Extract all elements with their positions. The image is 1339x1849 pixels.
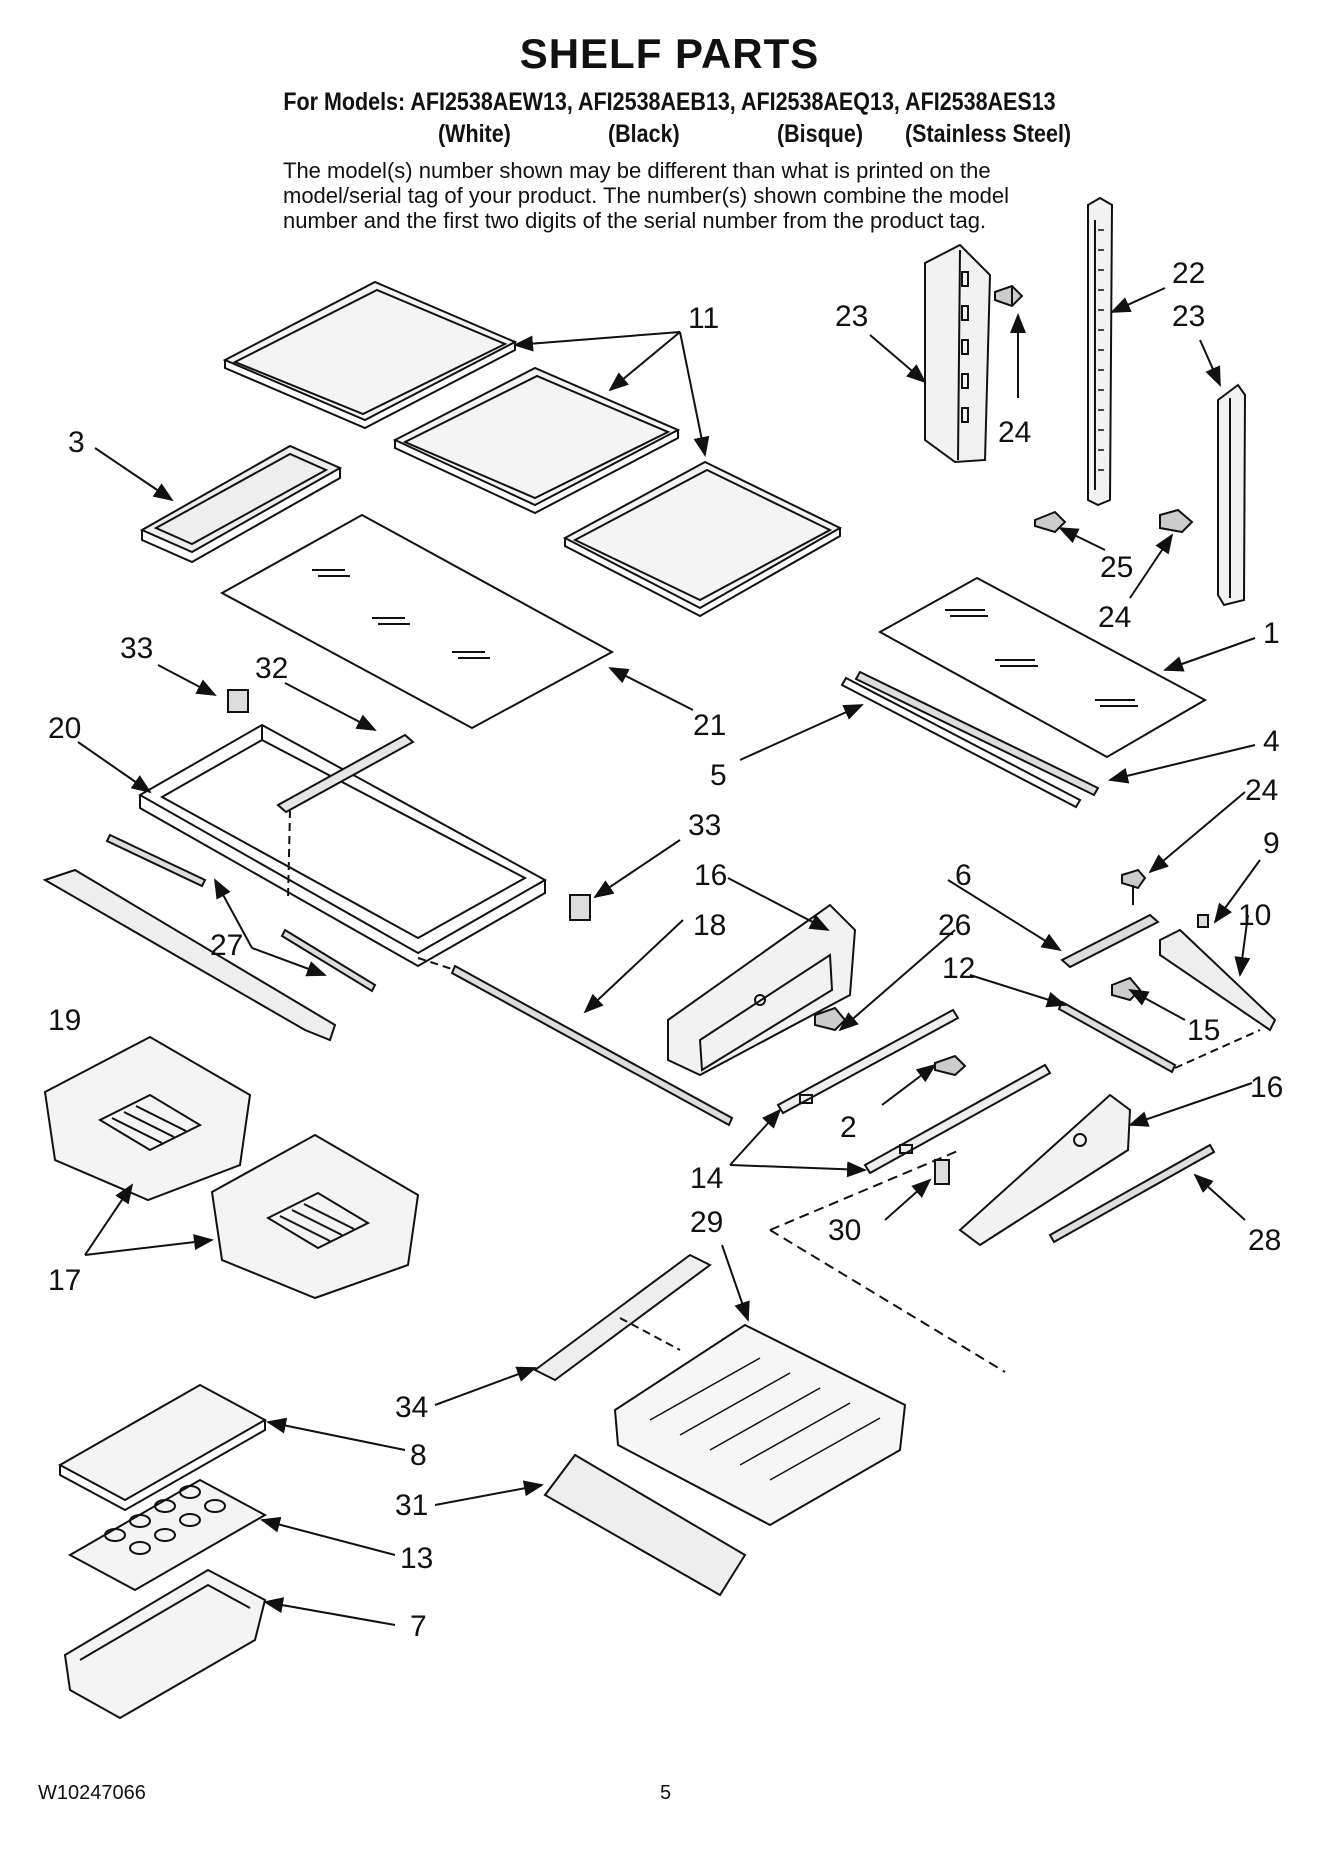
clip-part-33-top — [227, 689, 249, 713]
shelf-part-11b — [392, 366, 681, 515]
egg-tray-part-13 — [67, 1478, 268, 1592]
page-title: SHELF PARTS — [519, 30, 820, 77]
callout-26: 26 — [938, 909, 971, 942]
bracket-part-10 — [1159, 928, 1277, 1032]
screw-part-24-mid — [1159, 508, 1194, 534]
variant-stainless: (Stainless Steel) — [905, 120, 1072, 148]
page-number: 5 — [660, 1782, 672, 1804]
rod-part-18 — [450, 964, 734, 1127]
callout-3: 3 — [68, 426, 85, 459]
trim-part-5 — [840, 676, 1082, 809]
rod-part-28 — [1048, 1143, 1216, 1244]
screw-part-24-top — [994, 284, 1024, 308]
cover-frame-part-20 — [137, 723, 548, 968]
lid-part-8 — [57, 1383, 268, 1512]
callout-25: 25 — [1100, 551, 1133, 584]
slide-part-27-right — [280, 928, 377, 993]
callout-14: 14 — [690, 1162, 723, 1195]
crisper-part-17-right — [210, 1133, 420, 1300]
clip-part-30 — [934, 1159, 950, 1185]
clip-part-9 — [1197, 914, 1209, 928]
models-line: For Models: AFI2538AEW13, AFI2538AEB13, … — [283, 88, 1056, 116]
divider-part-16-left — [667, 903, 857, 1077]
handle-part-31 — [543, 1453, 747, 1597]
shelf-part-11c — [562, 460, 843, 618]
rail-part-22 — [1087, 196, 1114, 507]
divider-part-16-right — [958, 1093, 1132, 1247]
variant-black: (Black) — [608, 120, 680, 148]
screw-part-24-lower — [1121, 868, 1147, 905]
callout-34: 34 — [395, 1391, 428, 1424]
callout-10: 10 — [1238, 899, 1271, 932]
callout-9: 9 — [1263, 827, 1280, 860]
screw-part-15 — [1111, 976, 1142, 1002]
rail-part-32 — [276, 733, 415, 814]
callout-22: 22 — [1172, 257, 1205, 290]
doc-number: W10247066 — [38, 1782, 146, 1804]
crisper-part-17-left — [43, 1035, 252, 1202]
drawer-part-29 — [613, 1323, 907, 1527]
bracket-part-23-right — [1217, 383, 1247, 607]
callout-23-right: 23 — [1172, 300, 1205, 333]
callout-20: 20 — [48, 712, 81, 745]
callout-30: 30 — [828, 1214, 861, 1247]
callout-6: 6 — [955, 859, 972, 892]
callout-2: 2 — [840, 1111, 857, 1144]
shelf-part-3 — [139, 444, 343, 564]
callout-29: 29 — [690, 1206, 723, 1239]
rod-part-12 — [1057, 1000, 1177, 1074]
callout-labels: 11 3 23 22 23 24 25 24 21 33 32 20 1 5 4… — [48, 257, 1283, 1643]
glass-part-21 — [219, 513, 615, 730]
note-line-3: number and the first two digits of the s… — [283, 208, 987, 233]
callout-16-left: 16 — [694, 859, 727, 892]
callout-1: 1 — [1263, 617, 1280, 650]
callout-21: 21 — [693, 709, 726, 742]
callout-33-top: 33 — [120, 632, 153, 665]
callout-7: 7 — [410, 1610, 427, 1643]
bracket-part-23-left — [924, 243, 992, 464]
bracket-part-6 — [1060, 913, 1160, 969]
note-line-2: model/serial tag of your product. The nu… — [283, 183, 1009, 208]
screw-part-25 — [1034, 510, 1067, 534]
callout-28: 28 — [1248, 1224, 1281, 1257]
callout-12: 12 — [942, 952, 975, 985]
callout-33-bottom: 33 — [688, 809, 721, 842]
callout-15: 15 — [1187, 1014, 1220, 1047]
bar-part-34 — [533, 1253, 712, 1382]
rail-part-19 — [42, 868, 337, 1042]
variant-white: (White) — [438, 120, 511, 148]
bin-part-7 — [63, 1568, 267, 1720]
slide-part-14-bottom — [863, 1063, 1052, 1175]
callout-8: 8 — [410, 1439, 427, 1472]
callout-32: 32 — [255, 652, 288, 685]
callout-17: 17 — [48, 1264, 81, 1297]
callout-23-left: 23 — [835, 300, 868, 333]
callout-11: 11 — [688, 302, 719, 335]
slide-part-27-left — [105, 833, 207, 888]
screw-part-2 — [934, 1054, 967, 1077]
trim-part-4 — [854, 670, 1100, 797]
callout-19: 19 — [48, 1004, 81, 1037]
note-line-1: The model(s) number shown may be differe… — [283, 158, 991, 183]
variant-bisque: (Bisque) — [777, 120, 863, 148]
callout-24-top: 24 — [998, 416, 1031, 449]
glass-part-1 — [877, 576, 1208, 759]
callout-5: 5 — [710, 759, 727, 792]
callout-31: 31 — [395, 1489, 428, 1522]
clip-part-33-bottom — [569, 894, 591, 921]
model-number-note: The model(s) number shown may be differe… — [283, 158, 1103, 233]
callout-16-right: 16 — [1250, 1071, 1283, 1104]
callout-24-lower: 24 — [1245, 774, 1278, 807]
callout-13: 13 — [400, 1542, 433, 1575]
callout-27: 27 — [210, 929, 243, 962]
callout-24-mid: 24 — [1098, 601, 1131, 634]
callout-4: 4 — [1263, 725, 1280, 758]
callout-18: 18 — [693, 909, 726, 942]
slide-part-14-top — [776, 1008, 960, 1115]
